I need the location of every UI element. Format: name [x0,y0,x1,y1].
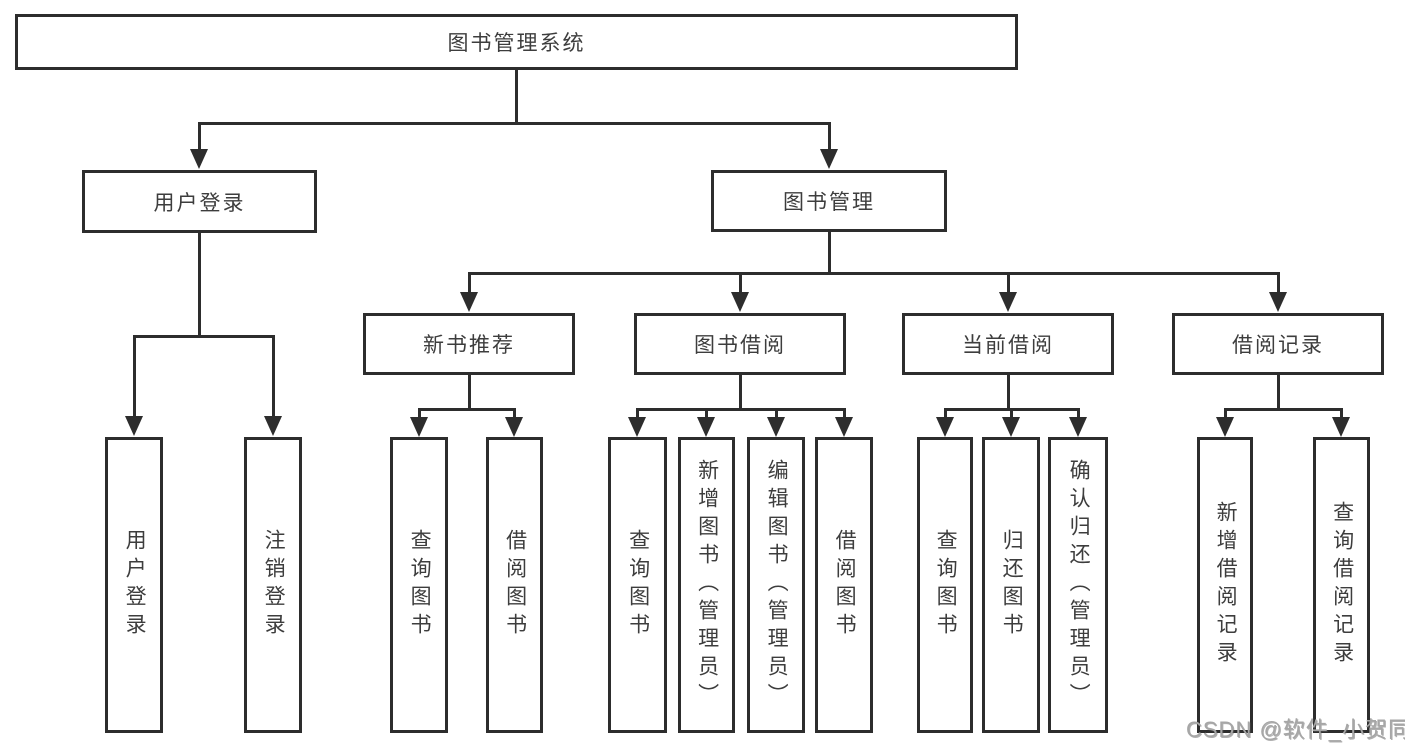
connector-line [1277,375,1280,408]
connector-line [828,232,831,274]
connector-line [775,408,778,418]
connector-line [843,408,846,418]
leaf-borrow-book-recommend: 借阅图书 [486,437,543,733]
arrow-down-icon [936,417,954,437]
connector-line [468,272,1280,275]
arrow-down-icon [1332,417,1350,437]
arrow-down-icon [410,417,428,437]
node-root: 图书管理系统 [15,14,1018,70]
leaf-return-book: 归还图书 [982,437,1040,733]
arrow-down-icon [1269,292,1287,312]
arrow-down-icon [731,292,749,312]
leaf-query-book-recommend: 查询图书 [390,437,448,733]
connector-line [1340,408,1343,418]
leaf-add-borrow-record: 新增借阅记录 [1197,437,1253,733]
arrow-down-icon [999,292,1017,312]
connector-line [515,70,518,122]
node-borrow-record: 借阅记录 [1172,313,1384,375]
connector-line [1007,375,1010,408]
arrow-down-icon [1216,417,1234,437]
leaf-query-book-borrow: 查询图书 [608,437,667,733]
arrow-down-icon [697,417,715,437]
connector-line [1077,408,1080,418]
leaf-logout: 注销登录 [244,437,302,733]
leaf-query-book-current: 查询图书 [917,437,973,733]
arrow-down-icon [767,417,785,437]
connector-line [636,408,845,411]
connector-line [1224,408,1227,418]
arrow-down-icon [628,417,646,437]
connector-line [1277,272,1280,292]
node-new-book-recommend: 新书推荐 [363,313,575,375]
arrow-down-icon [460,292,478,312]
connector-line [705,408,708,418]
arrow-down-icon [1069,417,1087,437]
connector-line [1010,408,1013,418]
leaf-user-login: 用户登录 [105,437,163,733]
watermark: CSDN @软件_小贺同学 [1186,717,1405,742]
leaf-edit-book-admin: 编辑图书（管理员） [747,437,805,733]
connector-line [1224,408,1343,411]
node-book-management: 图书管理 [711,170,947,232]
connector-line [198,233,201,335]
connector-line [468,272,471,292]
connector-line [828,122,831,150]
leaf-query-borrow-record: 查询借阅记录 [1313,437,1370,733]
connector-line [739,375,742,408]
node-user-login: 用户登录 [82,170,317,233]
connector-line [944,408,947,418]
connector-line [513,408,516,418]
connector-line [272,335,275,417]
connector-line [468,375,471,408]
arrow-down-icon [1002,417,1020,437]
node-current-borrow: 当前借阅 [902,313,1114,375]
connector-line [418,408,516,411]
connector-line [636,408,639,418]
arrow-down-icon [190,149,208,169]
leaf-borrow-book: 借阅图书 [815,437,873,733]
connector-line [133,335,136,417]
leaf-add-book-admin: 新增图书（管理员） [678,437,735,733]
connector-line [198,122,201,150]
arrow-down-icon [835,417,853,437]
leaf-confirm-return-admin: 确认归还（管理员） [1048,437,1108,733]
arrow-down-icon [505,417,523,437]
connector-line [739,272,742,292]
node-book-borrow: 图书借阅 [634,313,846,375]
connector-line [198,122,831,125]
arrow-down-icon [820,149,838,169]
connector-line [133,335,275,338]
connector-line [418,408,421,418]
arrow-down-icon [125,416,143,436]
connector-line [1007,272,1010,292]
arrow-down-icon [264,416,282,436]
